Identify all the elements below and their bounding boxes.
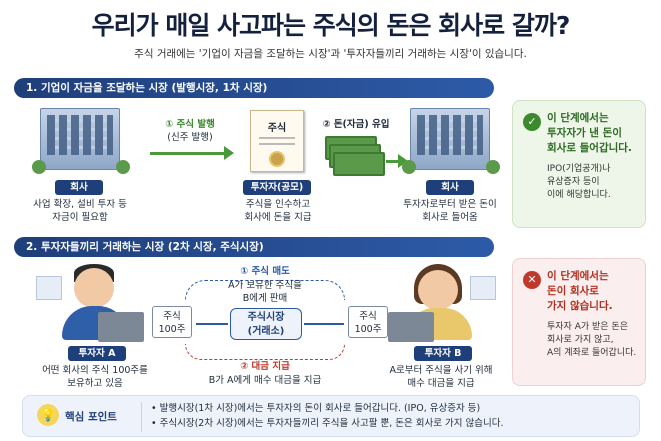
tree-icon [32,160,46,174]
money-stack [325,136,385,176]
card1-body3: 이에 해당합니다. [547,190,611,200]
card2-body3: A의 계좌로 들어갑니다. [547,348,637,358]
stock-certificate: 주식 [250,110,304,172]
tree-icon [486,160,500,174]
key-point2: • 주식시장(2차 시장)에서는 투자자들끼리 주식을 사고팔 뿐, 돈은 회사… [151,418,504,429]
investor-a-figure [36,262,146,342]
seal-icon [269,151,285,167]
investor-desc2: 회사에 돈을 지급 [244,212,312,223]
key-label: 핵심 포인트 [65,411,117,423]
check-icon: ✓ [523,113,541,131]
card2-body2: 회사로 가지 않고, [547,335,614,345]
chart-icon [470,276,496,300]
card2-body1: 투자자 A가 받은 돈은 [547,322,628,332]
money-icon [333,152,385,176]
certificate-title: 주식 [267,123,287,134]
payment-arrow [185,344,345,360]
card1-head1: 이 단계에서는 [547,112,609,124]
payment-step-label: ② 대금 지급 [240,361,290,372]
company-left-tag: 회사 [55,180,103,195]
stock-a-box: 주식 100주 [152,306,192,338]
step2-label: ② 돈(자금) 유입 [322,119,390,130]
sell-step-label: ① 주식 매도 [240,266,290,277]
chart-icon [36,276,62,300]
investor-b-desc2: 매수 대금을 지급 [407,378,475,389]
stock-b-box: 주식 100주 [348,306,388,338]
investor-b-figure [386,262,496,342]
person-head [418,270,458,310]
page-title: 우리가 매일 사고파는 주식의 돈은 회사로 갈까? [91,11,571,40]
company-building-right [402,108,500,178]
stock-a-line2: 100주 [158,324,186,335]
sell-step-desc1: A가 보유한 주식을 [228,280,302,291]
lightbulb-icon: 💡 [37,404,59,426]
investor-a-tag: 투자자 A [68,346,126,361]
card1-body1: IPO(기업공개)나 [547,164,611,174]
laptop-icon [388,312,434,342]
investor-b-desc1: A로부터 주식을 사기 위해 [389,365,493,376]
card2-head3: 가지 않습니다. [547,300,613,312]
investor-b-tag: 투자자 B [414,346,472,361]
step1-label: ① 주식 발행 [165,119,215,130]
key-points-box: 💡 핵심 포인트 • 발행시장(1차 시장)에서는 투자자의 돈이 회사로 들어… [22,395,640,437]
step1-arrow-line [150,152,226,155]
section1-header: 1. 기업이 자금을 조달하는 시장 (발행시장, 1차 시장) [14,78,494,98]
market-line2: (거래소) [247,326,285,337]
card1-head3: 회사로 들어갑니다. [547,142,632,154]
stock-a-line1: 주식 [163,311,181,322]
stock-exchange-box: 주식시장 (거래소) [230,308,302,340]
cross-icon: ✕ [523,271,541,289]
investor-a-desc2: 보유하고 있음 [67,378,123,389]
company-left-desc1: 사업 확장, 설비 투자 등 [33,199,127,210]
arrow-right-icon [224,146,234,160]
person-head [74,268,114,308]
company-left-desc2: 자금이 필요함 [52,212,108,223]
company-right-tag: 회사 [426,180,474,195]
market-link-left [196,323,228,325]
market-line1: 주식시장 [247,312,285,323]
tree-icon [116,160,130,174]
card1-head2: 투자자가 낸 돈이 [547,127,622,139]
company-right-desc1: 투자자로부터 받은 돈이 [403,199,497,210]
section2-info-card: ✕ 이 단계에서는 돈이 회사로 가지 않습니다. 투자자 A가 받은 돈은 회… [512,258,646,386]
card2-head2: 돈이 회사로 [547,285,599,297]
step1-sub: (신주 발행) [167,132,213,143]
sell-step-desc2: B에게 판매 [242,293,288,304]
section1-info-card: ✓ 이 단계에서는 투자자가 낸 돈이 회사로 들어갑니다. IPO(기업공개)… [512,100,646,228]
card1-body2: 유상증자 등이 [547,177,600,187]
stock-b-line1: 주식 [359,311,377,322]
investor-a-desc1: 어떤 회사의 주식 100주를 [42,365,148,376]
laptop-icon [98,312,144,342]
step2-arrow-line [386,160,400,163]
page-subtitle: 주식 거래에는 '기업이 자금을 조달하는 시장'과 '투자자들끼리 거래하는 … [134,48,527,60]
investor-tag: 투자자(공모) [243,180,311,195]
market-link-right [304,323,344,325]
key-point1: • 발행시장(1차 시장)에서는 투자자의 돈이 회사로 들어갑니다. (IPO… [151,403,481,414]
section2-header: 2. 투자자들끼리 거래하는 시장 (2차 시장, 주식시장) [14,237,494,257]
card2-head1: 이 단계에서는 [547,270,609,282]
company-right-desc2: 회사로 들어옴 [422,212,478,223]
payment-step-desc: B가 A에게 매수 대금을 지급 [208,375,322,386]
investor-desc1: 주식을 인수하고 [245,199,311,210]
building-icon [410,108,490,170]
building-icon [40,108,120,170]
stock-b-line2: 100주 [354,324,382,335]
company-building-left [32,108,130,178]
tree-icon [402,160,416,174]
arrow-right-icon [398,154,408,168]
